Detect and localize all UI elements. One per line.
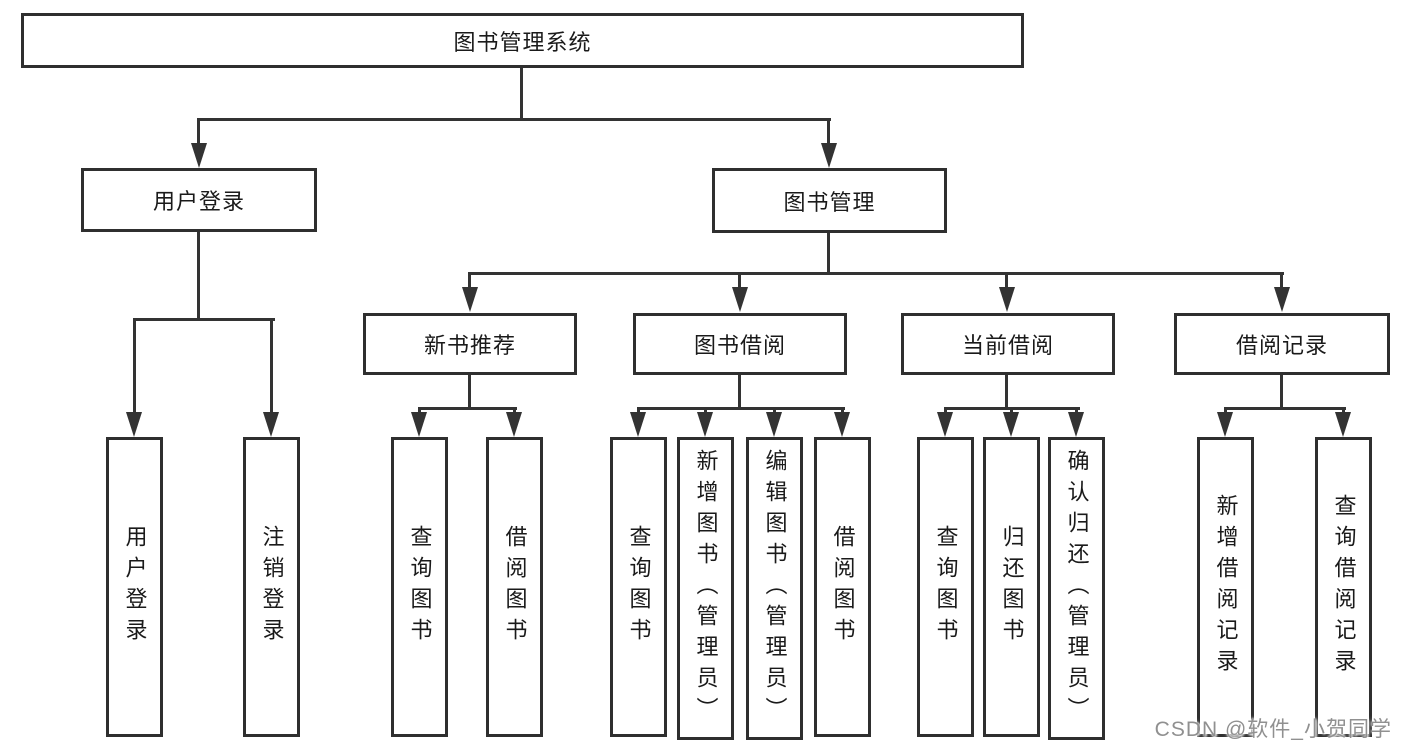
connector-line	[738, 375, 741, 407]
arrow-down-icon	[834, 412, 850, 437]
arrow-down-icon	[506, 412, 522, 437]
connector-line	[197, 232, 200, 318]
csdn-watermark: CSDN @软件_小贺同学	[1154, 718, 1392, 741]
connector-line	[133, 318, 136, 413]
leaf-borrowing-query-books: 查询图书	[610, 437, 667, 737]
leaf-label: 新增借阅记录	[1213, 494, 1239, 680]
leaf-label: 注销登录	[259, 525, 285, 649]
connector-line	[841, 407, 844, 413]
arrow-down-icon	[630, 412, 646, 437]
leaf-label: 确认归还（管理员）	[1064, 449, 1090, 728]
arrow-down-icon	[732, 287, 748, 312]
leaf-current-query-books: 查询图书	[917, 437, 974, 737]
connector-line	[1005, 272, 1008, 288]
arrow-down-icon	[1335, 412, 1351, 437]
leaf-borrowing-borrow-books: 借阅图书	[814, 437, 871, 737]
leaf-current-confirm-return-admin: 确认归还（管理员）	[1048, 437, 1105, 740]
connector-line	[1224, 407, 1346, 410]
connector-line	[418, 407, 517, 410]
connector-line	[133, 318, 275, 321]
leaf-user-login: 用户登录	[106, 437, 163, 737]
arrow-down-icon	[697, 412, 713, 437]
node-borrowing-records: 借阅记录	[1174, 313, 1390, 375]
connector-line	[637, 407, 845, 410]
arrow-down-icon	[766, 412, 782, 437]
arrow-down-icon	[263, 412, 279, 437]
node-label: 用户登录	[152, 189, 245, 214]
connector-line	[1342, 407, 1345, 413]
connector-line	[520, 68, 523, 118]
leaf-label: 新增图书（管理员）	[693, 449, 719, 728]
node-label: 图书管理系统	[453, 29, 592, 55]
connector-line	[738, 272, 741, 288]
leaf-label: 编辑图书（管理员）	[762, 449, 788, 728]
leaf-records-add-record: 新增借阅记录	[1197, 437, 1254, 737]
arrow-down-icon	[1068, 412, 1084, 437]
leaf-label: 查询图书	[626, 525, 652, 649]
leaf-label: 查询图书	[407, 525, 433, 649]
leaf-current-return-books: 归还图书	[983, 437, 1040, 737]
leaf-newbooks-borrow-books: 借阅图书	[486, 437, 543, 737]
connector-line	[1224, 407, 1227, 413]
node-root-system: 图书管理系统	[21, 13, 1024, 68]
leaf-logout: 注销登录	[243, 437, 300, 737]
connector-line	[1075, 407, 1078, 413]
connector-line	[773, 407, 776, 413]
connector-line	[418, 407, 421, 413]
leaf-records-query-record: 查询借阅记录	[1315, 437, 1372, 737]
node-label: 借阅记录	[1235, 333, 1328, 358]
node-new-book-recommend: 新书推荐	[363, 313, 577, 375]
node-book-management: 图书管理	[712, 168, 947, 233]
arrow-down-icon	[1217, 412, 1233, 437]
arrow-down-icon	[937, 412, 953, 437]
connector-line	[944, 407, 947, 413]
connector-line	[1280, 375, 1283, 407]
leaf-label: 借阅图书	[502, 525, 528, 649]
leaf-label: 查询图书	[933, 525, 959, 649]
leaf-label: 查询借阅记录	[1331, 494, 1357, 680]
leaf-label: 借阅图书	[830, 525, 856, 649]
arrow-down-icon	[411, 412, 427, 437]
connector-line	[637, 407, 640, 413]
arrow-down-icon	[1274, 287, 1290, 312]
arrow-down-icon	[191, 143, 207, 168]
arrow-down-icon	[999, 287, 1015, 312]
connector-line	[468, 272, 1284, 275]
arrow-down-icon	[1003, 412, 1019, 437]
node-book-borrowing: 图书借阅	[633, 313, 847, 375]
connector-line	[468, 375, 471, 407]
node-label: 当前借阅	[961, 333, 1054, 358]
arrow-down-icon	[126, 412, 142, 437]
connector-line	[197, 118, 200, 144]
leaf-borrowing-edit-book-admin: 编辑图书（管理员）	[746, 437, 803, 740]
connector-line	[197, 118, 831, 121]
node-current-borrowing: 当前借阅	[901, 313, 1115, 375]
leaf-borrowing-add-book-admin: 新增图书（管理员）	[677, 437, 734, 740]
connector-line	[1280, 272, 1283, 288]
connector-line	[704, 407, 707, 413]
arrow-down-icon	[462, 287, 478, 312]
leaf-label: 用户登录	[122, 525, 148, 649]
node-label: 图书管理	[783, 189, 876, 215]
leaf-label: 归还图书	[999, 525, 1025, 649]
connector-line	[1005, 375, 1008, 407]
node-user-login: 用户登录	[81, 168, 317, 232]
connector-line	[1010, 407, 1013, 413]
connector-line	[513, 407, 516, 413]
node-label: 图书借阅	[693, 333, 786, 358]
connector-line	[468, 272, 471, 288]
arrow-down-icon	[821, 143, 837, 168]
node-label: 新书推荐	[423, 333, 516, 358]
leaf-newbooks-query-books: 查询图书	[391, 437, 448, 737]
connector-line	[827, 233, 830, 272]
connector-line	[827, 118, 830, 144]
connector-line	[270, 318, 273, 413]
